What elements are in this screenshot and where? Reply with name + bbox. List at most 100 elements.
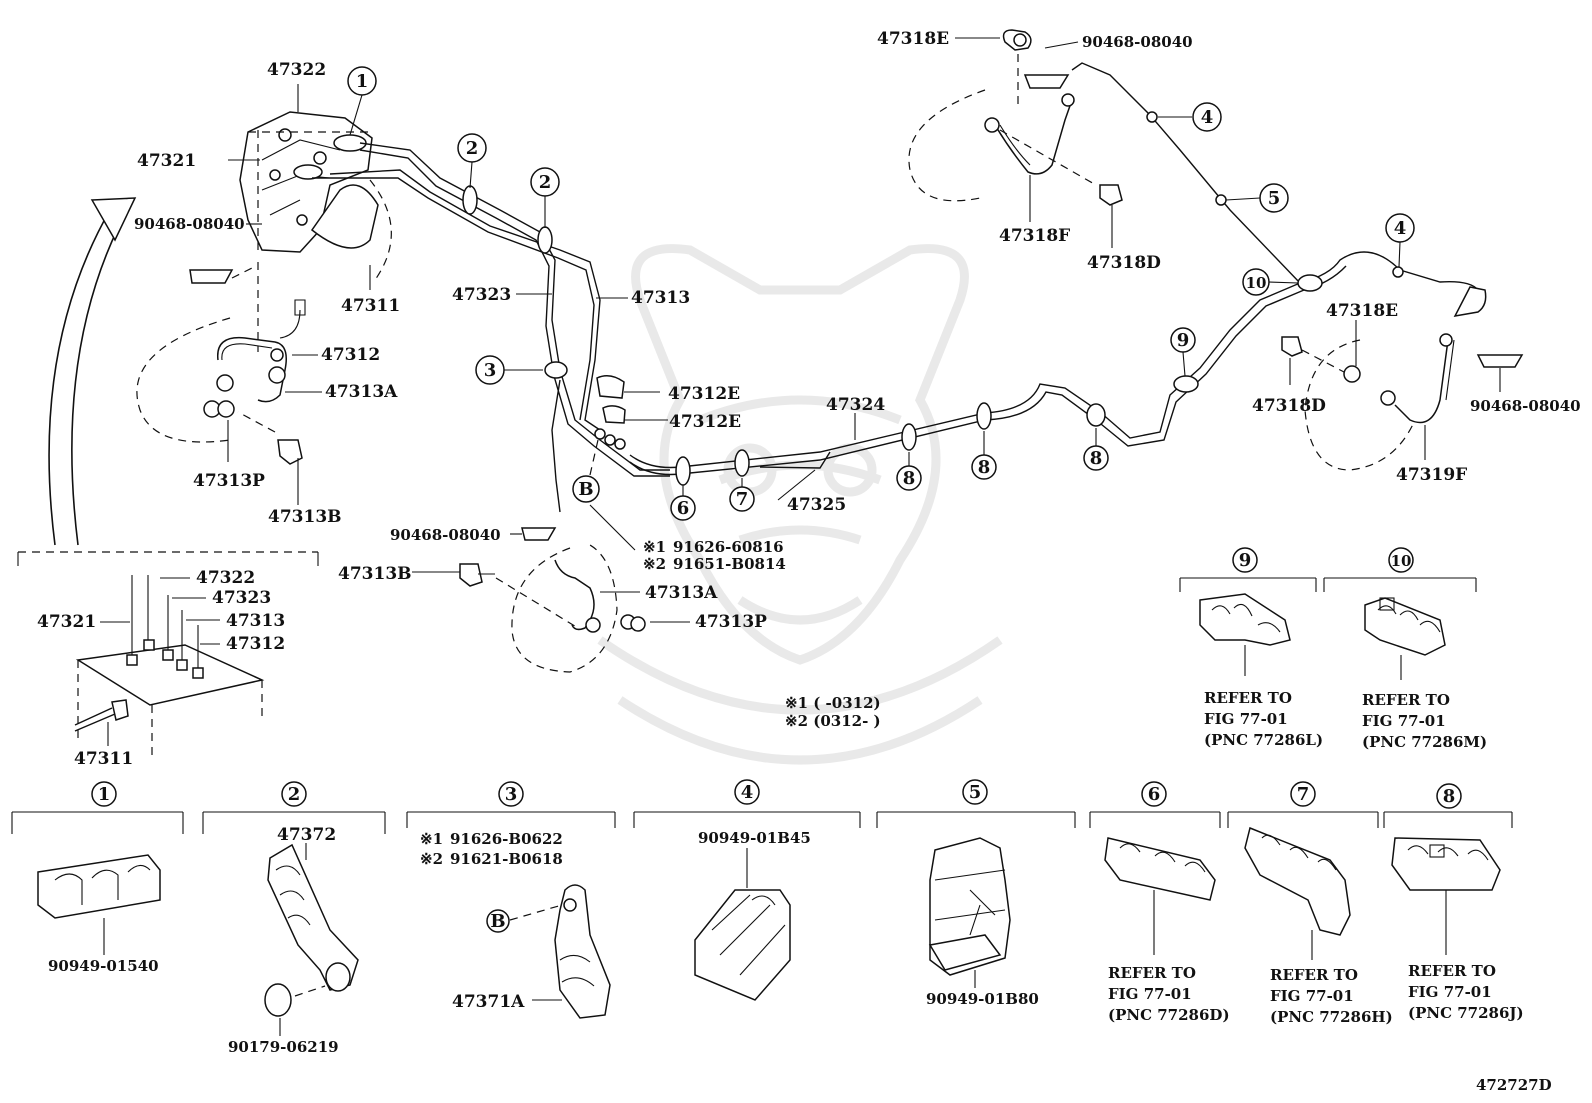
mark-note1-mid: ※1 [643,538,666,556]
group-5-part: 90949-01B80 [926,990,1039,1008]
front-left-flex-hose [136,262,306,465]
group-8-pnc: (PNC 77286J) [1408,1004,1524,1022]
group-6-number: 6 [1148,784,1161,805]
master-cylinder-assembly [239,111,392,281]
group-3-mark-b: B [490,911,505,932]
group-9-refer: REFER TO [1204,689,1292,707]
label-note2-part: 91651-B0814 [673,555,786,573]
leader-lines [100,37,1501,746]
group-10-fig: FIG 77-01 [1362,712,1446,730]
label-47318D-top: 47318D [1087,253,1161,273]
group-10-refer: REFER TO [1362,691,1450,709]
label-47312-left: 47312 [321,345,380,365]
inset-label-47311: 47311 [74,749,133,769]
inset-detail [17,551,319,760]
label-90468-top: 90468-08040 [1082,33,1193,51]
callout-4b: 4 [1201,107,1214,128]
callout-2b: 2 [539,172,552,193]
group-3-note1: 91626-B0622 [450,830,563,848]
group-8-number: 8 [1443,786,1456,807]
callout-8c: 8 [1090,448,1103,469]
group-9-number: 9 [1239,550,1252,571]
mark-note2-mid: ※2 [643,555,666,573]
group-1-part: 90949-01540 [48,957,159,975]
group-7-number: 7 [1297,784,1310,805]
parts-panel: 1 2 3 4 5 6 7 8 9 10 [11,547,1524,1056]
label-47312E-a: 47312E [668,384,740,404]
group-7-refer: REFER TO [1270,966,1358,984]
label-47318F: 47318F [999,226,1070,246]
group-3-note2: 91621-B0618 [450,850,563,868]
label-47319F: 47319F [1396,465,1467,485]
callout-6: 6 [677,498,690,519]
part-labels: 47322 47321 90468-08040 47311 47312 4731… [37,29,1581,1094]
label-90468-mid: 90468-08040 [390,526,501,544]
label-47318E-top: 47318E [877,29,949,49]
group-9-pnc: (PNC 77286L) [1204,731,1323,749]
inset-label-47321: 47321 [37,612,96,632]
group-6-fig: FIG 77-01 [1108,985,1192,1003]
group-4-number: 4 [741,782,754,803]
callout-10: 10 [1246,274,1267,292]
label-47325: 47325 [787,495,846,515]
inset-label-47312: 47312 [226,634,285,654]
group-8-refer: REFER TO [1408,962,1496,980]
label-47324: 47324 [826,395,885,415]
group-10-pnc: (PNC 77286M) [1362,733,1487,751]
diagram-id: 472727D [1476,1076,1552,1094]
callout-4a: 4 [1394,218,1407,239]
callout-5: 5 [1268,188,1281,209]
callout-2a: 2 [466,138,479,159]
callout-7: 7 [736,489,749,510]
label-47313B-mid: 47313B [338,564,412,584]
footnote-1: ※1 ( -0312) [785,694,881,712]
group-7-pnc: (PNC 77286H) [1270,1008,1393,1026]
label-47321-top: 47321 [137,151,196,171]
group-6-refer: REFER TO [1108,964,1196,982]
group-2-part-b: 90179-06219 [228,1038,339,1056]
callout-9: 9 [1177,330,1190,351]
center-flex-hose [459,375,646,673]
label-47318E-right: 47318E [1326,301,1398,321]
callout-numbers: 1 2 2 3 6 7 8 8 8 9 10 4 4 5 B [356,71,1407,519]
group-2-number: 2 [288,784,301,805]
label-note1-part: 91626-60816 [673,538,784,556]
label-47312E-b: 47312E [669,412,741,432]
label-47322-top: 47322 [267,60,326,80]
group-7-fig: FIG 77-01 [1270,987,1354,1005]
label-47313P-left: 47313P [193,471,265,491]
group-3-mark-1: ※1 [420,830,443,848]
label-47323: 47323 [452,285,511,305]
callout-3: 3 [484,360,497,381]
label-47313A-left: 47313A [325,382,398,402]
group-2-part-a: 47372 [277,825,336,845]
group-10-number: 10 [1391,552,1412,570]
inset-label-47313: 47313 [226,611,285,631]
footnote-2: ※2 (0312- ) [785,712,881,730]
label-90468-left: 90468-08040 [134,215,245,233]
group-8-fig: FIG 77-01 [1408,983,1492,1001]
group-9-fig: FIG 77-01 [1204,710,1288,728]
group-3-mark-2: ※2 [420,850,443,868]
group-6-pnc: (PNC 77286D) [1108,1006,1230,1024]
group-3-part: 47371A [452,992,525,1012]
rear-right-top-flex-hose [908,29,1123,206]
rear-right-flex-hose [1281,286,1524,471]
label-47313A-mid: 47313A [645,583,718,603]
label-47313B-left: 47313B [268,507,342,527]
label-47318D-right: 47318D [1252,396,1326,416]
callout-1: 1 [356,71,369,92]
callout-b: B [578,479,593,500]
callout-8b: 8 [978,457,991,478]
group-4-part: 90949-01B45 [698,829,811,847]
view-direction-arrow [48,197,137,546]
inset-label-47323: 47323 [212,588,271,608]
group-1-number: 1 [98,784,111,805]
label-47313P-mid: 47313P [695,612,767,632]
watermark [597,244,1003,765]
callout-circles [347,66,1415,521]
label-47313: 47313 [631,288,690,308]
group-5-number: 5 [969,782,982,803]
